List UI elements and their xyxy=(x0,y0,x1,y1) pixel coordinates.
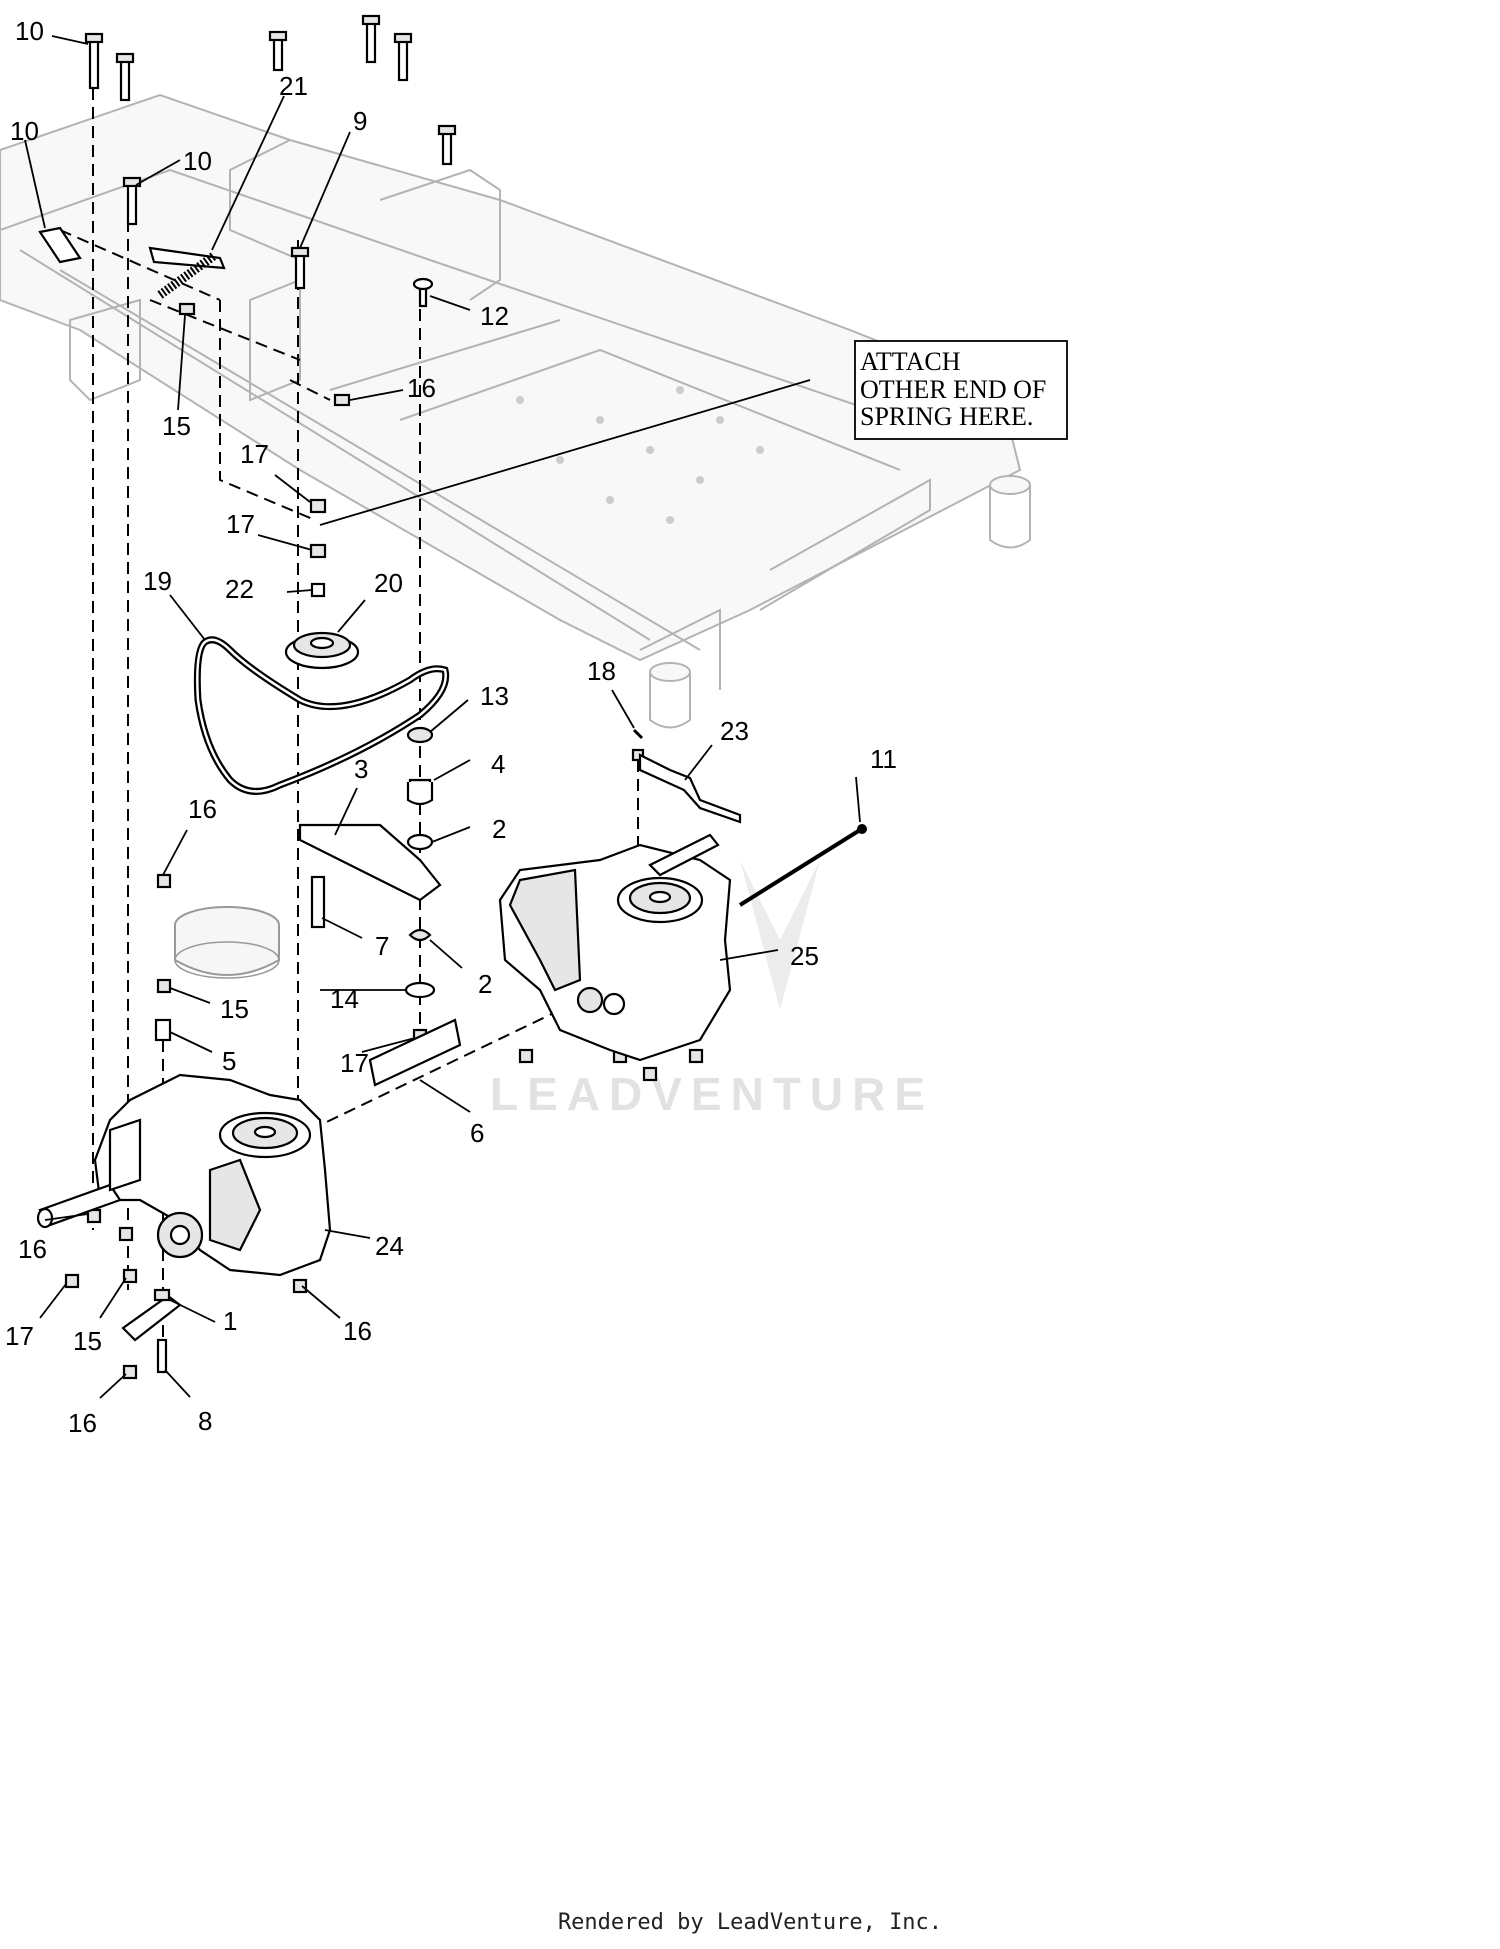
callout-label: 16 xyxy=(188,794,217,824)
callout-label: 15 xyxy=(73,1326,102,1356)
callout-label: 11 xyxy=(870,744,897,774)
callout-label: 4 xyxy=(491,749,505,779)
assembly-lines xyxy=(59,50,639,1350)
callout-label: 17 xyxy=(5,1321,34,1351)
callout-label: 16 xyxy=(68,1408,97,1438)
spacer-and-idler-arm xyxy=(298,782,442,902)
callout-label: 2 xyxy=(492,814,506,844)
callout-label: 22 xyxy=(225,574,254,604)
callout-label: 19 xyxy=(143,566,172,596)
watermark-text: LEADVENTURE xyxy=(490,1068,934,1120)
mower-frame xyxy=(0,93,1031,729)
left-transmission xyxy=(36,1073,332,1277)
callout-label: 25 xyxy=(790,941,819,971)
drive-belt xyxy=(193,636,450,795)
leader-lines xyxy=(24,35,861,1399)
callout-label: 15 xyxy=(220,994,249,1024)
callout-label: 10 xyxy=(10,116,39,146)
attach-spring-note: ATTACH OTHER END OF SPRING HERE. xyxy=(854,340,1068,440)
pump-pulley xyxy=(174,906,280,979)
callout-label: 17 xyxy=(340,1048,369,1078)
callout-label: 16 xyxy=(343,1316,372,1346)
note-line-1: ATTACH xyxy=(860,347,961,376)
callout-label: 16 xyxy=(18,1234,47,1264)
callout-label: 17 xyxy=(240,439,269,469)
callout-label: 2 xyxy=(478,969,492,999)
callout-label: 20 xyxy=(374,568,403,598)
callout-label: 15 xyxy=(162,411,191,441)
callout-label: 21 xyxy=(279,71,308,101)
callout-label: 8 xyxy=(198,1406,212,1436)
note-line-3: SPRING HERE. xyxy=(860,402,1033,431)
callout-label: 13 xyxy=(480,681,509,711)
callout-label: 12 xyxy=(480,301,509,331)
callout-label: 9 xyxy=(353,106,367,136)
spring xyxy=(157,251,218,299)
idler-pulley xyxy=(284,631,360,670)
control-linkage xyxy=(632,728,867,907)
callout-labels: 10 21 9 10 10 12 16 15 17 17 19 22 20 13… xyxy=(5,16,897,1438)
callout-label: 5 xyxy=(222,1046,236,1076)
right-transmission xyxy=(498,833,732,1062)
callout-label: 10 xyxy=(15,16,44,46)
note-line-2: OTHER END OF xyxy=(860,375,1046,404)
callout-label: 7 xyxy=(375,931,389,961)
callout-label: 24 xyxy=(375,1231,404,1261)
callout-label: 17 xyxy=(226,509,255,539)
leadventure-watermark: LEADVENTURE xyxy=(490,860,934,1120)
callout-label: 23 xyxy=(720,716,749,746)
callout-label: 14 xyxy=(330,984,359,1014)
callout-label: 10 xyxy=(183,146,212,176)
callout-label: 1 xyxy=(223,1306,237,1336)
callout-label: 16 xyxy=(407,373,436,403)
callout-label: 6 xyxy=(470,1118,484,1148)
callout-label: 3 xyxy=(354,754,368,784)
callout-label: 18 xyxy=(587,656,616,686)
render-credit-footer: Rendered by LeadVenture, Inc. xyxy=(557,1910,943,1935)
